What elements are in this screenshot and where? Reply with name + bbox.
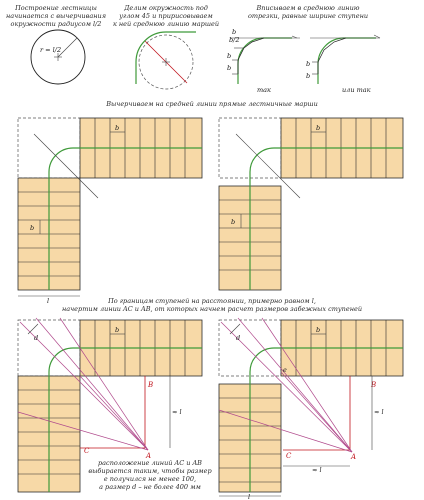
note-caption: расположение линий AC и AB выбирается та…	[88, 459, 212, 491]
step1-line3: окружности радиусом l/2	[11, 20, 102, 28]
b2-label-a: b/2	[229, 36, 240, 44]
b-label-a3: b	[227, 64, 231, 72]
l-label-r2l: l	[47, 297, 49, 305]
note-line3: e получился не менее 100,	[104, 475, 196, 483]
b-label-a2: b	[227, 52, 231, 60]
b-label-r2l-side: b	[30, 224, 34, 232]
b-label-r3l: b	[115, 326, 119, 334]
fig-segments-b: b b или так	[306, 34, 381, 94]
radius-label: r = l/2	[40, 46, 61, 54]
fig-straight-flights-left: b b l	[17, 117, 203, 305]
step1-line1: Построение лестницы	[14, 4, 97, 12]
step3-caption: Вписываем в среднюю линию отрезки, равны…	[248, 4, 368, 20]
point-c-right: C	[286, 452, 292, 460]
tak-label: так	[257, 86, 271, 94]
d-label-left: d	[34, 334, 38, 342]
fig-circle-radius: r = l/2	[30, 29, 86, 85]
fig-winder-calc-left: d B C A ≈ l b	[17, 317, 203, 493]
approx-l-left: ≈ l	[172, 408, 182, 416]
b-label-r3r: b	[316, 326, 320, 334]
point-b-right: B	[370, 381, 376, 389]
fig-straight-flights-right: b b	[218, 117, 404, 291]
b-label-b1: b	[306, 60, 310, 68]
step3-line2: отрезки, равные ширине ступени	[248, 12, 368, 20]
b-label-a1: b	[232, 28, 236, 36]
l-label-r3r: l	[248, 493, 250, 500]
fig-circle-45	[135, 31, 196, 90]
b-label-r2r-top: b	[316, 124, 320, 132]
step2-caption: Делим окружность под углом 45 и пририсов…	[113, 4, 219, 28]
fig-segments-a: b/2 b b b так	[227, 28, 300, 94]
b-label-b2: b	[306, 72, 310, 80]
step2-line1: Делим окружность под	[123, 4, 208, 12]
point-c-left: C	[84, 447, 90, 455]
step3-line1: Вписываем в среднюю линию	[256, 4, 360, 12]
step1-line2: начинается с вычерчивания	[6, 12, 106, 20]
note-line4: а размер d – не более 400 мм	[99, 483, 201, 491]
step5-caption-line2: начертим линии AC и AB, от которых начне…	[62, 305, 362, 313]
step1-caption: Построение лестницы начинается с вычерчи…	[6, 4, 106, 28]
ili-tak-label: или так	[342, 86, 371, 94]
point-b-left: B	[147, 381, 153, 389]
d-label-right: d	[236, 334, 240, 342]
note-line2: выбирается таким, чтобы размер	[88, 467, 212, 475]
approx-l-right-v: ≈ l	[374, 408, 384, 416]
b-label-r2l-top: b	[115, 124, 119, 132]
e-label-right: e	[283, 366, 287, 374]
b-label-r2r-side: b	[231, 218, 235, 226]
step2-line2: углом 45 и пририсовываем	[118, 12, 213, 20]
point-a-left: A	[145, 452, 151, 460]
step4-caption: Вычерчиваем на средней линии прямые лест…	[105, 100, 318, 108]
note-line1: расположение линий AC и AB	[98, 459, 202, 467]
fig-winder-calc-right: d e B C A ≈ l ≈ l l b	[218, 317, 404, 500]
step5-caption-line1: По границам ступеней на расстоянии, прим…	[107, 297, 316, 305]
approx-l-right-h: ≈ l	[312, 466, 322, 474]
step2-line3: к ней среднюю линию маршей	[113, 20, 219, 28]
point-a-right: A	[350, 453, 356, 461]
